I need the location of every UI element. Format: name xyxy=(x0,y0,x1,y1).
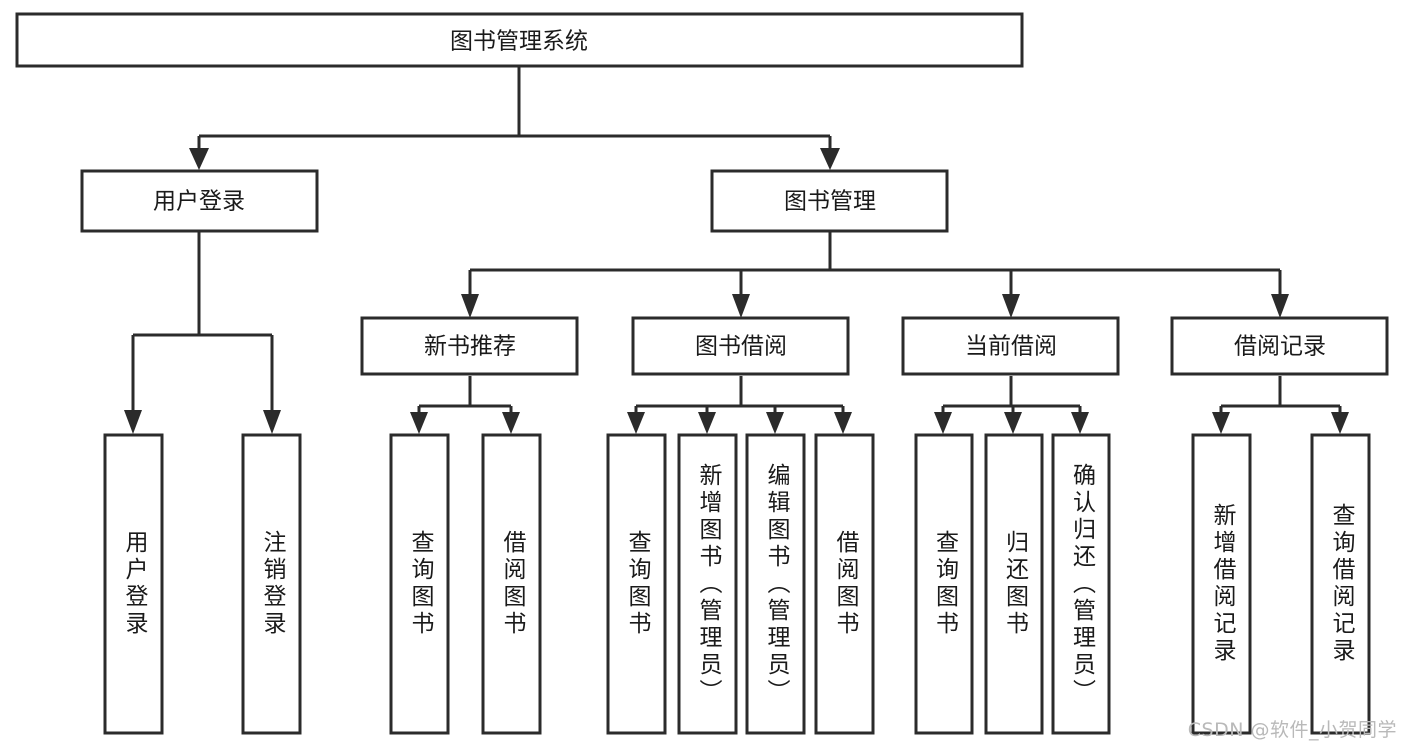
node-borrow-record[interactable]: 借阅记录 xyxy=(1170,316,1389,376)
connector-group-newbookrec-to-leaves xyxy=(410,376,520,434)
leaf-query-book-1-box[interactable] xyxy=(389,433,450,735)
node-root[interactable]: 图书管理系统 xyxy=(15,12,1024,68)
arrow-user-login xyxy=(189,148,209,170)
arrow-leaf-confirm-return xyxy=(1071,412,1089,434)
leaf-query-book-3-box[interactable] xyxy=(914,433,974,735)
connector-group-userlogin-to-leaves xyxy=(124,232,281,434)
arrow-leaf-query-book-1 xyxy=(410,412,428,434)
connector-group-borrowrecord-to-leaves xyxy=(1212,376,1349,434)
connector-group-bookmanage-to-level3 xyxy=(461,232,1289,318)
node-user-login[interactable]: 用户登录 xyxy=(80,169,319,233)
node-book-manage-label: 图书管理 xyxy=(784,189,876,215)
leaf-confirm-return-box[interactable] xyxy=(1051,433,1111,735)
leaf-add-record-box[interactable] xyxy=(1191,433,1252,735)
leaf-edit-book-box[interactable] xyxy=(745,433,806,735)
connector-group-currentborrow-to-leaves xyxy=(934,376,1089,434)
arrow-borrow-record xyxy=(1271,294,1289,318)
leaf-user-login-box[interactable] xyxy=(103,433,164,735)
node-user-login-box[interactable] xyxy=(80,169,319,233)
node-current-borrow-label: 当前借阅 xyxy=(965,334,1057,360)
node-borrow-record-label: 借阅记录 xyxy=(1234,334,1326,360)
node-book-borrow-box[interactable] xyxy=(631,316,850,376)
node-book-manage[interactable]: 图书管理 xyxy=(710,169,949,233)
csdn-watermark: CSDN @软件_小贺同学 xyxy=(1187,719,1397,741)
arrow-leaf-add-book xyxy=(698,412,716,434)
node-book-borrow-label: 图书借阅 xyxy=(695,334,787,360)
node-root-box[interactable] xyxy=(15,12,1024,68)
node-book-manage-box[interactable] xyxy=(710,169,949,233)
node-new-book-rec-label: 新书推荐 xyxy=(424,334,516,360)
arrow-current-borrow xyxy=(1002,294,1020,318)
leaf-logout-login-box[interactable] xyxy=(241,433,302,735)
arrow-new-book-rec xyxy=(461,294,479,318)
arrow-leaf-borrow-book-2 xyxy=(834,412,852,434)
arrow-leaf-return-book xyxy=(1004,412,1022,434)
arrow-leaf-edit-book xyxy=(766,412,784,434)
leaf-borrow-book-2-box[interactable] xyxy=(814,433,875,735)
node-new-book-rec-box[interactable] xyxy=(360,316,579,376)
arrow-leaf-query-book-2 xyxy=(627,412,645,434)
connector-group-root-to-level2 xyxy=(189,66,840,170)
node-borrow-record-box[interactable] xyxy=(1170,316,1389,376)
leaf-add-book-box[interactable] xyxy=(677,433,738,735)
arrow-book-manage xyxy=(820,148,840,170)
leaf-nodes xyxy=(103,433,1371,735)
leaf-query-record-box[interactable] xyxy=(1310,433,1371,735)
leaf-query-book-2-box[interactable] xyxy=(606,433,667,735)
arrow-leaf-borrow-book-1 xyxy=(502,412,520,434)
arrow-leaf-user-login xyxy=(124,410,142,434)
node-book-borrow[interactable]: 图书借阅 xyxy=(631,316,850,376)
arrow-book-borrow xyxy=(732,294,750,318)
connector-group-bookborrow-to-leaves xyxy=(627,376,852,434)
arrow-leaf-query-record xyxy=(1331,412,1349,434)
arrow-leaf-logout xyxy=(263,410,281,434)
leaf-borrow-book-1-box[interactable] xyxy=(481,433,542,735)
node-new-book-rec[interactable]: 新书推荐 xyxy=(360,316,579,376)
leaf-return-book-box[interactable] xyxy=(984,433,1044,735)
arrow-leaf-query-book-3 xyxy=(934,412,952,434)
arrow-leaf-add-record xyxy=(1212,412,1230,434)
node-current-borrow[interactable]: 当前借阅 xyxy=(901,316,1120,376)
node-current-borrow-box[interactable] xyxy=(901,316,1120,376)
node-root-label: 图书管理系统 xyxy=(450,29,588,55)
node-user-login-label: 用户登录 xyxy=(153,189,245,215)
